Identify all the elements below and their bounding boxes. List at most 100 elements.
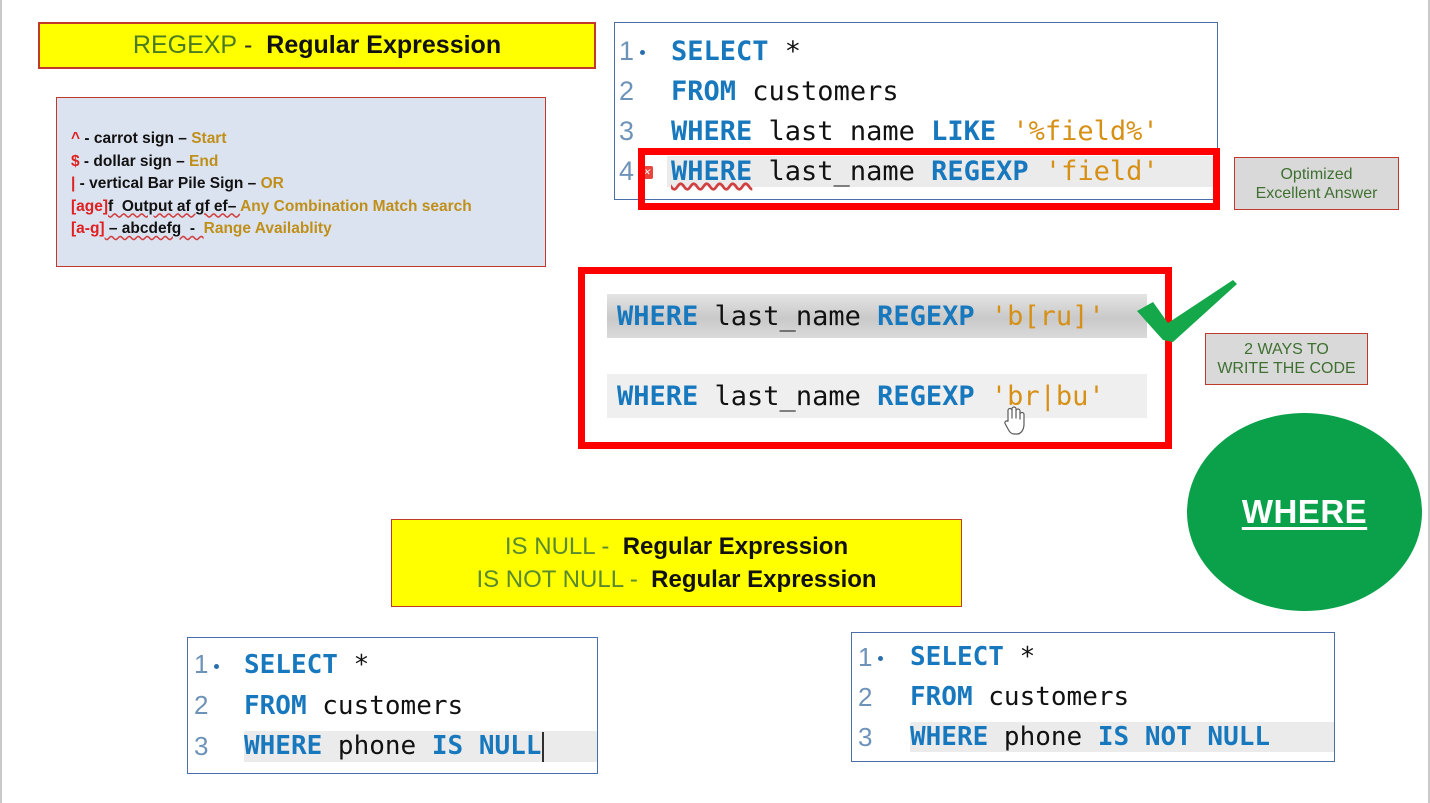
line-code: FROM customers xyxy=(910,682,1334,712)
line-number: 3 xyxy=(194,731,209,761)
red-highlight-box-regexp-line xyxy=(638,148,1220,210)
legend-row: $ - dollar sign – End xyxy=(71,151,545,174)
sql-identifier: phone xyxy=(322,731,432,762)
note-line: Optimized xyxy=(1280,165,1353,183)
line-code: FROM customers xyxy=(244,691,597,721)
sql-keyword: WHERE xyxy=(617,300,699,332)
legend-description: – abcdefg - xyxy=(104,220,204,237)
banner-text: Regular Expression xyxy=(644,566,877,593)
legend-symbol: [age] xyxy=(71,197,109,215)
line-gutter: 1 xyxy=(852,642,910,673)
sql-keyword: FROM xyxy=(244,690,307,721)
line-code: WHERE last name LIKE '%field%' xyxy=(667,116,1217,147)
code-line[interactable]: 1 SELECT * xyxy=(615,31,1217,71)
code-line[interactable]: 2 FROM customers xyxy=(188,685,597,726)
banner-line: IS NOT NULL - Regular Expression xyxy=(476,563,876,596)
sql-identifier: customers xyxy=(736,75,899,107)
legend-value: Range Availablity xyxy=(203,220,332,237)
line-number: 1 xyxy=(194,649,209,679)
sql-operator: REGEXP xyxy=(877,380,975,412)
legend-description: - vertical Bar Pile Sign – xyxy=(75,175,261,192)
title-separator: - xyxy=(237,31,267,59)
banner-keyword: IS NULL - xyxy=(504,533,617,560)
line-gutter: 3 xyxy=(852,722,910,753)
note-line: 2 WAYS TO xyxy=(1244,341,1329,358)
sql-keyword: WHERE xyxy=(910,722,989,752)
code-line[interactable]: 1 SELECT * xyxy=(188,644,597,685)
line-gutter: 3 xyxy=(615,116,667,147)
legend-symbol: [a-g] xyxy=(71,220,105,237)
sql-operator: IS NOT NULL xyxy=(1097,722,1271,752)
legend-row: | - vertical Bar Pile Sign – OR xyxy=(71,173,545,196)
sql-keyword: WHERE xyxy=(671,115,753,147)
sql-string-literal: 'field' xyxy=(1028,155,1159,187)
note-two-ways: 2 WAYS TO WRITE THE CODE xyxy=(1205,333,1368,385)
line-number: 1 xyxy=(619,35,635,66)
sql-keyword: FROM xyxy=(910,682,973,712)
code-line[interactable]: 3 WHERE phone IS NOT NULL xyxy=(852,717,1334,757)
where-badge-circle: WHERE xyxy=(1187,413,1422,611)
sql-editor-is-null[interactable]: 1 SELECT * 2 FROM customers 3 WHERE phon… xyxy=(187,637,598,774)
sql-operator: REGEXP xyxy=(877,300,975,332)
sql-identifier: last_name xyxy=(698,380,878,412)
line-gutter: 3 xyxy=(188,731,244,762)
sql-operator: REGEXP xyxy=(931,155,1029,187)
mouse-cursor-hand-icon xyxy=(1004,406,1025,435)
line-gutter: 1 xyxy=(615,36,667,67)
line-code: WHERE phone IS NULL xyxy=(244,731,597,762)
run-dot-icon xyxy=(640,36,646,67)
note-line: Excellent Answer xyxy=(1255,184,1378,202)
sql-identifier: phone xyxy=(988,722,1098,752)
green-checkmark-icon xyxy=(1137,280,1237,342)
legend-value: End xyxy=(189,152,219,170)
run-dot-icon xyxy=(878,642,884,673)
legend-description: - dollar sign – xyxy=(79,152,190,170)
run-dot-icon xyxy=(214,649,220,680)
legend-row: ^ - carrot sign – Start xyxy=(71,128,545,151)
sql-keyword: WHERE xyxy=(617,380,699,412)
legend-symbol: $ xyxy=(71,152,80,170)
code-line[interactable]: 4✕ WHERE last_name REGEXP 'field' xyxy=(615,151,1217,191)
title-expansion: Regular Expression xyxy=(266,31,502,59)
line-number: 3 xyxy=(858,721,873,752)
legend-symbol: ^ xyxy=(71,130,81,147)
title-keyword: REGEXP xyxy=(132,31,238,59)
line-code: SELECT * xyxy=(244,650,597,680)
legend-row: [age]f Output af gf ef– Any Combination … xyxy=(71,196,545,219)
banner-keyword: IS NOT NULL - xyxy=(476,566,645,593)
line-code: SELECT * xyxy=(910,642,1334,672)
line-number: 1 xyxy=(858,641,873,672)
sql-keyword: SELECT xyxy=(244,649,338,680)
sql-identifier: last_name xyxy=(752,155,932,187)
sql-editor-is-not-null[interactable]: 1 SELECT * 2 FROM customers 3 WHERE phon… xyxy=(851,632,1335,762)
is-null-banner: IS NULL - Regular Expression IS NOT NULL… xyxy=(391,519,962,607)
code-line[interactable]: 1 SELECT * xyxy=(852,637,1334,677)
code-line[interactable]: 3 WHERE last name LIKE '%field%' xyxy=(615,111,1217,151)
where-badge-label: WHERE xyxy=(1241,493,1368,530)
title-banner: REGEXP - Regular Expression xyxy=(38,22,596,69)
banner-text: Regular Expression xyxy=(616,533,849,560)
line-number: 2 xyxy=(194,690,209,720)
note-optimized-answer: Optimized Excellent Answer xyxy=(1234,157,1399,210)
sql-keyword: FROM xyxy=(671,75,737,107)
line-number: 2 xyxy=(619,75,635,106)
sql-identifier: customers xyxy=(972,682,1130,712)
code-line[interactable]: 3 WHERE phone IS NULL xyxy=(188,726,597,767)
code-line-active[interactable]: WHERE last_name REGEXP 'br|bu' xyxy=(607,374,1147,418)
sql-string-literal: '%field%' xyxy=(996,115,1159,147)
code-line-selected[interactable]: WHERE last_name REGEXP 'b[ru]' xyxy=(607,294,1147,338)
line-code: WHERE phone IS NOT NULL xyxy=(910,722,1334,752)
code-line[interactable]: 2 FROM customers xyxy=(852,677,1334,717)
line-number: 4 xyxy=(619,155,635,186)
text-caret xyxy=(542,731,545,762)
sql-identifier: last name xyxy=(752,115,932,147)
sql-keyword: SELECT xyxy=(910,642,1004,672)
legend-description: - carrot sign – xyxy=(80,130,192,147)
code-line[interactable]: 2 FROM customers xyxy=(615,71,1217,111)
sql-string-literal: 'br|bu' xyxy=(974,380,1105,412)
sql-operator: IS NULL xyxy=(431,731,542,762)
sql-editor-regexp[interactable]: 1 SELECT * 2 FROM customers 3 WHERE last… xyxy=(614,22,1218,200)
line-gutter: 2 xyxy=(852,682,910,713)
banner-line: IS NULL - Regular Expression xyxy=(505,530,848,563)
